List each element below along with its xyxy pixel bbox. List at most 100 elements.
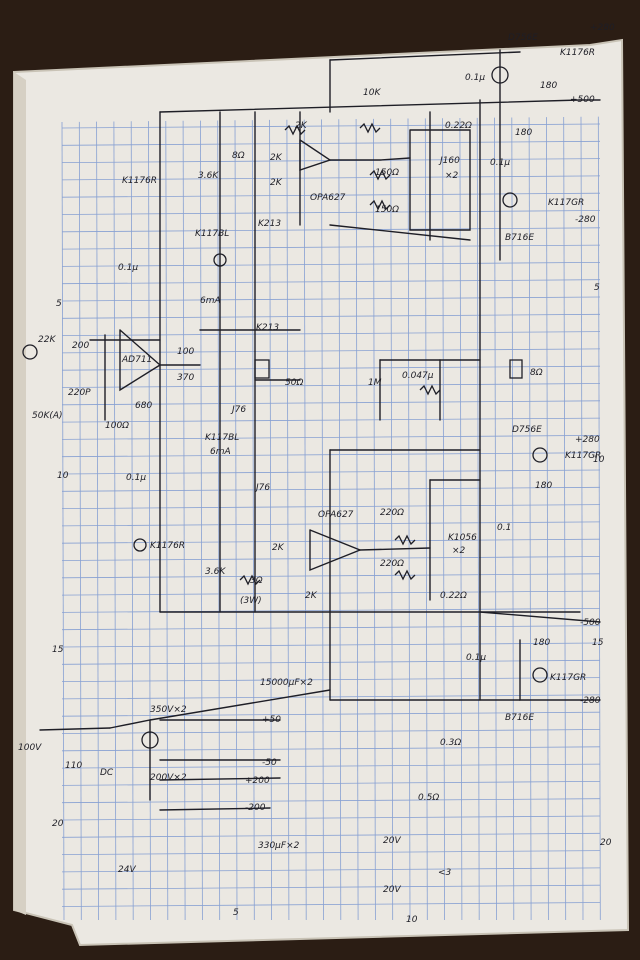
label-r2kd: 2K [272, 543, 285, 553]
grid-line-horizontal [61, 435, 601, 440]
label-pot10k: 10K [363, 88, 381, 98]
grid-line-horizontal [61, 262, 601, 267]
grid-line-horizontal [61, 746, 601, 752]
label-r6ma: 6mA [200, 296, 221, 306]
grid-line-horizontal [61, 175, 601, 181]
label-k1056: K1056 [448, 533, 477, 543]
grid-line-horizontal [61, 313, 601, 319]
grid-line-vertical [130, 121, 134, 921]
label-v110: 110 [65, 761, 82, 771]
grid-line-vertical [597, 116, 601, 921]
label-mark15r: 15 [592, 638, 604, 648]
label-n8: <3 [438, 868, 452, 878]
circuit-components [22, 66, 548, 749]
grid-line-horizontal [61, 884, 601, 890]
label-r180b: 180 [515, 128, 532, 138]
label-k117bl: K117BL [195, 229, 229, 239]
label-v20b: 20V [383, 885, 401, 895]
label-r36kb: 3.6K [205, 567, 226, 577]
label-rail280b: -280 [575, 215, 596, 225]
grid-line-horizontal [61, 711, 601, 717]
grid-line-horizontal [61, 798, 601, 804]
grid-line-horizontal [61, 486, 601, 492]
label-r180d: 180 [533, 638, 550, 648]
label-c01b: 0.1μ [490, 158, 510, 168]
grid-line-horizontal [61, 244, 601, 250]
label-c01d: 0.1μ [126, 473, 146, 483]
label-r100b: 100Ω [105, 421, 129, 431]
label-k117bl2: K117BL [205, 433, 239, 443]
label-r2ke: 2K [305, 591, 318, 601]
grid-line-horizontal [61, 296, 601, 302]
label-opa627b: OPA627 [318, 510, 354, 520]
label-mark20r: 20 [600, 838, 612, 848]
grid-line-vertical [199, 120, 203, 921]
label-mark10b: 10 [406, 915, 418, 925]
label-rail50p: +50 [262, 715, 281, 725]
grid-line-vertical [303, 119, 307, 921]
label-cap15000: 15000μF×2 [260, 678, 313, 688]
label-rail500b: -500 [580, 618, 601, 628]
label-r220b: 220Ω [380, 559, 404, 569]
grid-line-horizontal [61, 123, 601, 129]
label-r680: 680 [135, 401, 152, 411]
label-rail280a: +280 [590, 23, 615, 33]
label-opa627a: OPA627 [310, 193, 346, 203]
grid-line-horizontal [61, 815, 601, 821]
grid-line-vertical [61, 121, 65, 921]
label-r50k: 50K(A) [32, 411, 63, 421]
grid-line-vertical [442, 118, 446, 921]
grid-line-horizontal [61, 677, 601, 682]
label-r2kb: 2K [270, 178, 283, 188]
grid-line-vertical [546, 117, 549, 921]
label-d1: D756E [508, 33, 538, 43]
label-j160: J160 [438, 156, 460, 166]
label-mark20: 20 [52, 819, 64, 829]
label-r220a: 220Ω [380, 508, 404, 518]
label-k117gr3: K117GR [550, 673, 586, 683]
page-binding [14, 72, 26, 915]
grid-line-horizontal [61, 279, 601, 285]
label-v100: 100V [18, 743, 42, 753]
label-r36k: 3.6K [198, 171, 219, 181]
grid-line-horizontal [61, 348, 601, 354]
grid-line-horizontal [61, 781, 601, 786]
label-v20: 20V [383, 836, 401, 846]
label-k213b: K213 [256, 323, 279, 333]
grid-line-horizontal [61, 469, 601, 475]
label-r3r: 3Ω [250, 576, 263, 586]
label-c01c: 0.1μ [118, 263, 138, 273]
graph-grid [61, 116, 601, 921]
grid-line-vertical [182, 120, 186, 921]
label-r2ka: 2K [295, 121, 308, 131]
grid-line-vertical [269, 119, 273, 921]
grid-line-vertical [286, 119, 290, 921]
label-k213a: K213 [258, 219, 281, 229]
label-r180c: 180 [535, 481, 552, 491]
grid-line-horizontal [61, 608, 601, 613]
label-r05: 0.5Ω [418, 793, 439, 803]
grid-line-horizontal [61, 417, 601, 423]
grid-line-horizontal [61, 659, 601, 665]
label-r3w: (3W) [240, 596, 262, 606]
label-r8r: 8Ω [232, 151, 245, 161]
grid-line-horizontal [61, 832, 601, 838]
grid-line-horizontal [61, 729, 601, 734]
label-mark10r: 10 [593, 455, 605, 465]
grid-line-horizontal [61, 867, 601, 873]
grid-line-vertical [511, 117, 515, 921]
label-c01e: 0.1 [497, 523, 511, 533]
label-rail280c: +280 [575, 435, 600, 445]
grid-line-horizontal [61, 538, 601, 544]
grid-line-vertical [580, 116, 584, 921]
grid-line-vertical [494, 117, 497, 921]
grid-line-vertical [338, 119, 342, 921]
label-c01f: 0.1μ [466, 653, 486, 663]
label-r150a: 150Ω [375, 168, 399, 178]
grid-line-vertical [355, 119, 359, 921]
label-r180a: 180 [540, 81, 557, 91]
label-d756e: D756E [512, 425, 542, 435]
label-r03: 0.3Ω [440, 738, 461, 748]
grid-line-horizontal [61, 642, 601, 648]
grid-line-horizontal [61, 140, 601, 146]
